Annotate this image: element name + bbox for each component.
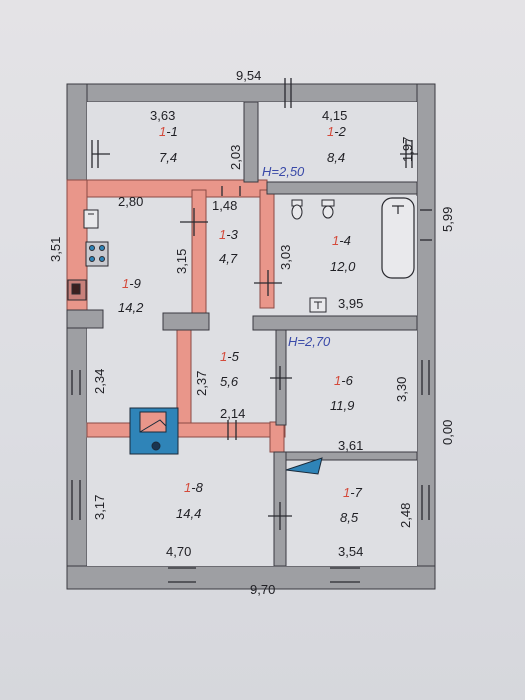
dimension-labels: 9,54 9,70 3,51 5,99 0,00 3,63 4,15 2,03 … xyxy=(48,68,455,597)
wall-left-stub xyxy=(66,309,104,329)
washbasin-icon xyxy=(321,199,335,219)
room-1-2-area: 8,4 xyxy=(327,150,345,165)
wall-top xyxy=(66,83,436,103)
dim-r4-width: 3,95 xyxy=(338,296,363,311)
wall-corridor-bottom xyxy=(86,422,286,438)
dim-left-height: 3,51 xyxy=(48,237,63,262)
dim-r5-width: 2,14 xyxy=(220,406,245,421)
room-1-8-id: 1-8 xyxy=(184,480,204,495)
wall-3-4 xyxy=(259,189,275,309)
dim-bottom-width: 9,70 xyxy=(250,582,275,597)
room-1-7-id: 1-7 xyxy=(343,485,363,500)
toilet-icon xyxy=(291,199,303,220)
doors xyxy=(180,186,292,530)
dim-r2-width: 4,15 xyxy=(322,108,347,123)
dim-r6-width: 3,61 xyxy=(338,438,363,453)
room-1-9-area: 14,2 xyxy=(118,300,144,315)
dim-r2-right-depth: 1,97 xyxy=(400,137,415,162)
ceiling-height-lower: H=2,70 xyxy=(288,334,331,349)
dim-r3-r4-depth: 3,03 xyxy=(278,245,293,270)
room-1-6-area: 11,9 xyxy=(330,398,354,413)
room-1-5-id: 1-5 xyxy=(220,349,240,364)
stove-icon xyxy=(85,241,109,267)
wall-under-9 xyxy=(162,312,210,331)
dim-r8-width: 4,70 xyxy=(166,544,191,559)
wall-6-7 xyxy=(283,451,418,461)
dim-r8-depth: 3,17 xyxy=(92,495,107,520)
dim-r7-width: 3,54 xyxy=(338,544,363,559)
wall-1-2 xyxy=(243,101,259,183)
dim-right-height-upper: 5,99 xyxy=(440,207,455,232)
room-1-9-id: 1-9 xyxy=(122,276,141,291)
ceiling-height-upper: H=2,50 xyxy=(262,164,305,179)
dim-r9-lower-depth: 2,34 xyxy=(92,369,107,394)
stair-marker-icon xyxy=(285,457,323,475)
room-1-3-area: 4,7 xyxy=(219,251,238,266)
room-1-4-id: 1-4 xyxy=(332,233,351,248)
room-1-5-area: 5,6 xyxy=(220,374,239,389)
wall-upper-horizontal xyxy=(66,179,268,198)
sink-icon xyxy=(83,209,99,229)
wall-upper-right xyxy=(266,181,418,195)
dim-right-height-lower: 0,00 xyxy=(440,420,455,445)
windows xyxy=(71,78,432,583)
dim-r1-width: 3,63 xyxy=(150,108,175,123)
dim-r1-r2-depth: 2,03 xyxy=(228,145,243,170)
bathtub-icon xyxy=(381,197,415,279)
room-1-1-area: 7,4 xyxy=(159,150,177,165)
wall-corridor-right xyxy=(269,421,285,453)
wall-corridor-left xyxy=(176,329,192,436)
boiler-icon xyxy=(67,279,87,301)
room-1-1-id: 1-1 xyxy=(159,124,178,139)
room-1-4-area: 12,0 xyxy=(330,259,356,274)
room-labels: 1-1 7,4 1-2 8,4 1-3 4,7 1-4 12,0 1-9 14,… xyxy=(118,124,363,525)
room-1-3-id: 1-3 xyxy=(219,227,239,242)
dim-r7-depth: 2,48 xyxy=(398,503,413,528)
room-1-6-id: 1-6 xyxy=(334,373,354,388)
dim-top-width: 9,54 xyxy=(236,68,261,83)
wall-left xyxy=(66,83,88,590)
dim-r3-width: 1,48 xyxy=(212,198,237,213)
dim-r6-depth: 3,30 xyxy=(394,377,409,402)
dim-r9-width: 2,80 xyxy=(118,194,143,209)
dim-r9-r3-depth: 3,15 xyxy=(174,249,189,274)
room-1-2-id: 1-2 xyxy=(327,124,347,139)
water-heater-icon xyxy=(309,297,327,313)
room-1-8-area: 14,4 xyxy=(176,506,201,521)
room-1-7-area: 8,5 xyxy=(340,510,359,525)
wall-under-4 xyxy=(252,315,418,331)
dim-r5-depth: 2,37 xyxy=(194,371,209,396)
oven-icon xyxy=(129,407,179,455)
wall-right xyxy=(416,83,436,590)
